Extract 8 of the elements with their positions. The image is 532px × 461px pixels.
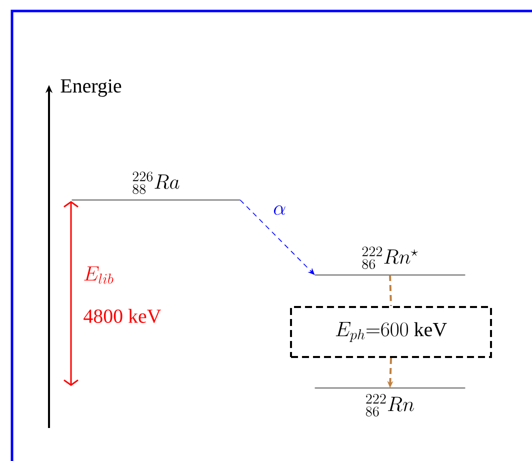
- energy-level: ${}^{222}_{86}Rn$: [314, 388, 466, 416]
- energy-label: $E_{lib}$: [84, 266, 114, 284]
- energy-box: $E_{ph}{=}600\ \mathrm{keV}$: [290, 306, 492, 358]
- energy-level: ${}^{222}_{86}Rn^{\star}$: [314, 246, 466, 276]
- energy-value: 4800 keV: [84, 308, 161, 324]
- axis-label: Energie: [60, 79, 122, 97]
- edge-label: $\alpha$: [274, 205, 286, 215]
- energy-level: ${}^{226}_{88}Ra$: [71, 172, 241, 200]
